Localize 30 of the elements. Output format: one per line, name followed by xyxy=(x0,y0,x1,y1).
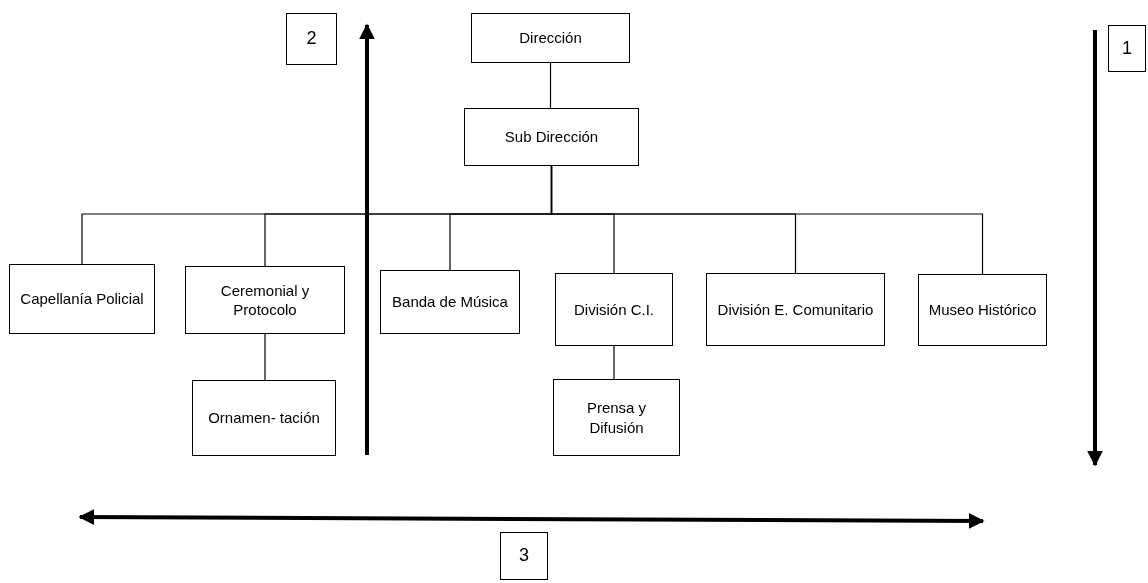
unit-name: 2 xyxy=(306,27,317,51)
unit-name: Dirección xyxy=(519,28,582,48)
org-unit-box xyxy=(185,266,345,334)
unit-name: Ceremonial y Protocolo xyxy=(219,280,311,320)
unit-name: 1 xyxy=(1122,36,1132,60)
number-box xyxy=(1108,25,1146,72)
org-unit-box xyxy=(192,380,336,456)
org-unit-box xyxy=(706,273,885,346)
org-unit-box xyxy=(464,108,639,166)
unit-name: 3 xyxy=(519,544,529,568)
org-unit-box xyxy=(555,273,673,346)
number-box xyxy=(500,532,548,580)
unit-name: División E. Comunitario xyxy=(717,299,874,320)
org-unit-box xyxy=(553,379,680,456)
connector-line xyxy=(613,345,615,380)
connector-line xyxy=(550,165,984,275)
unit-name: División C.I. xyxy=(574,299,654,320)
unit-name: Banda de Música xyxy=(392,292,508,312)
unit-name: Capellanía Policial xyxy=(20,289,144,309)
org-unit-box xyxy=(918,274,1047,346)
org-unit-box xyxy=(471,13,630,63)
unit-name: Ornamen- tación xyxy=(208,408,320,428)
org-unit-box xyxy=(9,264,155,334)
unit-name: Prensa y Difusión xyxy=(585,398,648,437)
number-box xyxy=(286,13,337,65)
connector-line xyxy=(264,333,266,381)
org-unit-box xyxy=(380,270,520,334)
unit-name: Museo Histórico xyxy=(928,300,1037,320)
unit-name: Sub Dirección xyxy=(504,127,599,147)
connector-line xyxy=(549,62,552,109)
